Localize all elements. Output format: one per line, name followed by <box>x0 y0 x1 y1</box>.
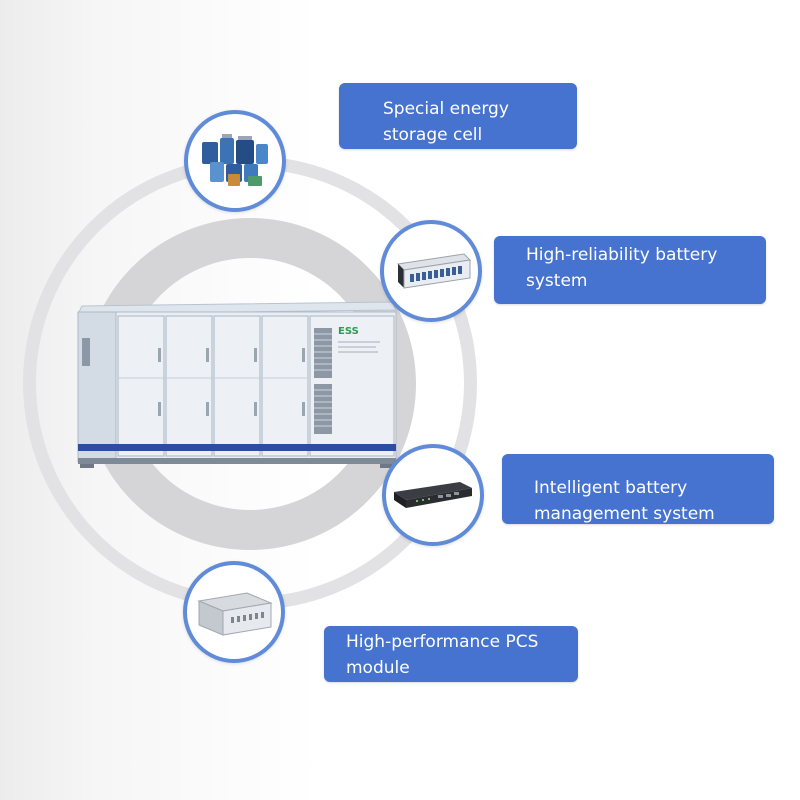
label-energy-storage-cell-line1: Special energy <box>383 99 509 119</box>
label-battery-management-system-line1: Intelligent battery <box>534 478 688 498</box>
label-battery-management-system-line2: management system <box>534 504 715 524</box>
bms-unit-icon <box>394 482 472 508</box>
label-battery-system-line1: High-reliability battery <box>526 245 718 265</box>
node-battery-management-system <box>382 444 484 546</box>
node-energy-storage-cell <box>184 110 286 212</box>
label-pcs-module-line1: High-performance PCS <box>346 632 539 652</box>
battery-rack-icon <box>396 253 472 289</box>
battery-cells-icon <box>202 134 268 186</box>
label-energy-storage-cell-line2: storage cell <box>383 125 483 145</box>
pcs-module-icon <box>197 592 273 636</box>
label-battery-system: High-reliability battery system <box>494 236 766 304</box>
energy-storage-container-image: ESS <box>77 301 397 468</box>
node-battery-system <box>380 220 482 322</box>
label-pcs-module: High-performance PCS module <box>324 626 578 682</box>
label-battery-management-system: Intelligent battery management system <box>502 454 774 524</box>
node-pcs-module <box>183 561 285 663</box>
container-badge: ESS <box>338 326 359 337</box>
label-pcs-module-line2: module <box>346 658 410 678</box>
label-battery-system-line2: system <box>526 271 588 291</box>
label-energy-storage-cell: Special energy storage cell <box>339 83 577 149</box>
